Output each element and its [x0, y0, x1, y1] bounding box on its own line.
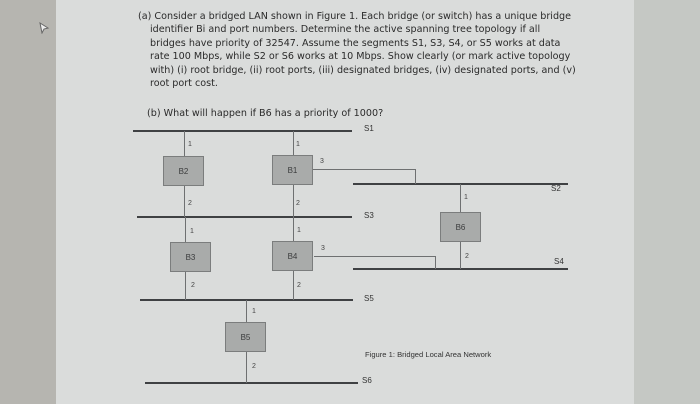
cursor-icon	[39, 22, 50, 34]
bridge-b6: B6	[440, 212, 481, 242]
segment-s6	[145, 382, 358, 384]
b1-port3-wire-v	[415, 169, 416, 184]
b2-port-1: 1	[188, 141, 192, 148]
segment-s2-label: S2	[551, 184, 561, 193]
segment-s3-label: S3	[364, 211, 374, 220]
b5-port-2: 2	[252, 363, 256, 370]
b5-port-1: 1	[252, 308, 256, 315]
background-right	[634, 0, 700, 404]
segment-s4	[353, 268, 568, 270]
bridge-b3: B3	[170, 242, 211, 272]
b4-port-3: 3	[321, 245, 325, 252]
paper-page	[56, 0, 634, 404]
b4-port3-wire-v	[435, 256, 436, 269]
b4-port3-wire-h	[314, 256, 435, 257]
question-a-text: (a) Consider a bridged LAN shown in Figu…	[138, 11, 576, 90]
b1-port-2: 2	[296, 200, 300, 207]
b1-port-3: 3	[320, 158, 324, 165]
segment-s3	[137, 216, 352, 218]
bridge-b4: B4	[272, 241, 313, 271]
segment-s1	[133, 130, 352, 132]
b1-port-1: 1	[296, 141, 300, 148]
background-left	[0, 0, 56, 404]
b4-port-2: 2	[297, 282, 301, 289]
segment-s4-label: S4	[554, 257, 564, 266]
question-a: (a) Consider a bridged LAN shown in Figu…	[138, 10, 578, 90]
figure-caption: Figure 1: Bridged Local Area Network	[365, 350, 492, 359]
bridge-b2: B2	[163, 156, 204, 186]
b1-port3-wire-h	[313, 169, 415, 170]
b2-port-2: 2	[188, 200, 192, 207]
segment-s1-label: S1	[364, 124, 374, 133]
segment-s6-label: S6	[362, 376, 372, 385]
bridge-b1: B1	[272, 155, 313, 185]
b3-port-1: 1	[190, 228, 194, 235]
b6-port-1: 1	[464, 194, 468, 201]
question-b: (b) What will happen if B6 has a priorit…	[147, 108, 384, 119]
segment-s5-label: S5	[364, 294, 374, 303]
b4-port-1: 1	[297, 227, 301, 234]
b3-port-2: 2	[191, 282, 195, 289]
b6-port-2: 2	[465, 253, 469, 260]
bridge-b5: B5	[225, 322, 266, 352]
